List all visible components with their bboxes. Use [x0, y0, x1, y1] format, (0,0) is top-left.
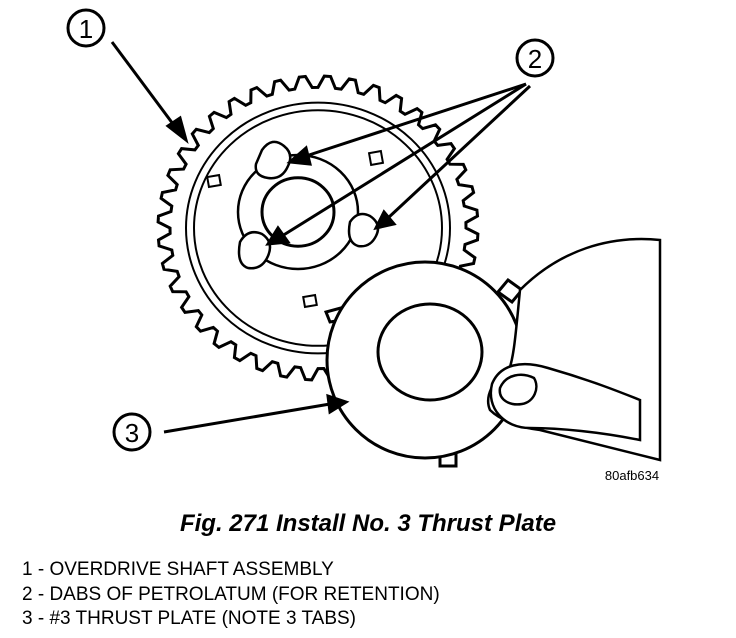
legend-item: 2 - DABS OF PETROLATUM (FOR RETENTION) [22, 583, 440, 605]
callout-circle [515, 38, 555, 78]
callout-arrows [110, 41, 532, 434]
arrow-line [386, 84, 532, 220]
callout-number: 2 [528, 44, 542, 74]
arrowhead [265, 225, 291, 246]
arrowhead [286, 145, 312, 166]
thrust-plate-bore [376, 302, 484, 402]
hand [487, 237, 662, 462]
figure-code: 80afb634 [605, 468, 659, 483]
callout-2: 2 [515, 38, 555, 78]
petrolatum-dab [347, 212, 380, 248]
legend-item: 1 - OVERDRIVE SHAFT ASSEMBLY [22, 559, 334, 580]
petrolatum-dab [254, 140, 292, 180]
petrolatum-dab [237, 231, 272, 270]
callout-number: 1 [79, 14, 93, 44]
arrow-line [110, 41, 178, 129]
arrowhead [373, 209, 397, 231]
slot [302, 293, 318, 309]
gear-slots [206, 149, 385, 309]
technical-illustration: 1 2 3 80afb634 [66, 8, 662, 483]
petrolatum-dabs [237, 140, 380, 270]
callout-1: 1 [66, 8, 106, 48]
arrow-line [163, 402, 331, 434]
arrow-line [305, 82, 527, 158]
callout-circle [66, 8, 106, 48]
callout-circle [112, 412, 152, 452]
shaft-bore [260, 176, 336, 248]
arrow-line [281, 82, 527, 238]
callout-3: 3 [112, 412, 152, 452]
gear-ring [193, 109, 443, 347]
figure-caption: Fig. 271 Install No. 3 Thrust Plate [179, 510, 557, 537]
slot [367, 149, 385, 167]
thrust-plate [323, 260, 525, 468]
thumbnail [498, 373, 538, 406]
gear-ring [185, 101, 451, 355]
legend: 1 - OVERDRIVE SHAFT ASSEMBLY 2 - DABS OF… [22, 558, 440, 632]
legend-item: 3 - #3 THRUST PLATE (NOTE 3 TABS) [22, 608, 356, 629]
slot [206, 173, 222, 189]
arrowhead [165, 115, 189, 144]
callout-number: 3 [125, 418, 139, 448]
arrowhead [326, 393, 350, 415]
